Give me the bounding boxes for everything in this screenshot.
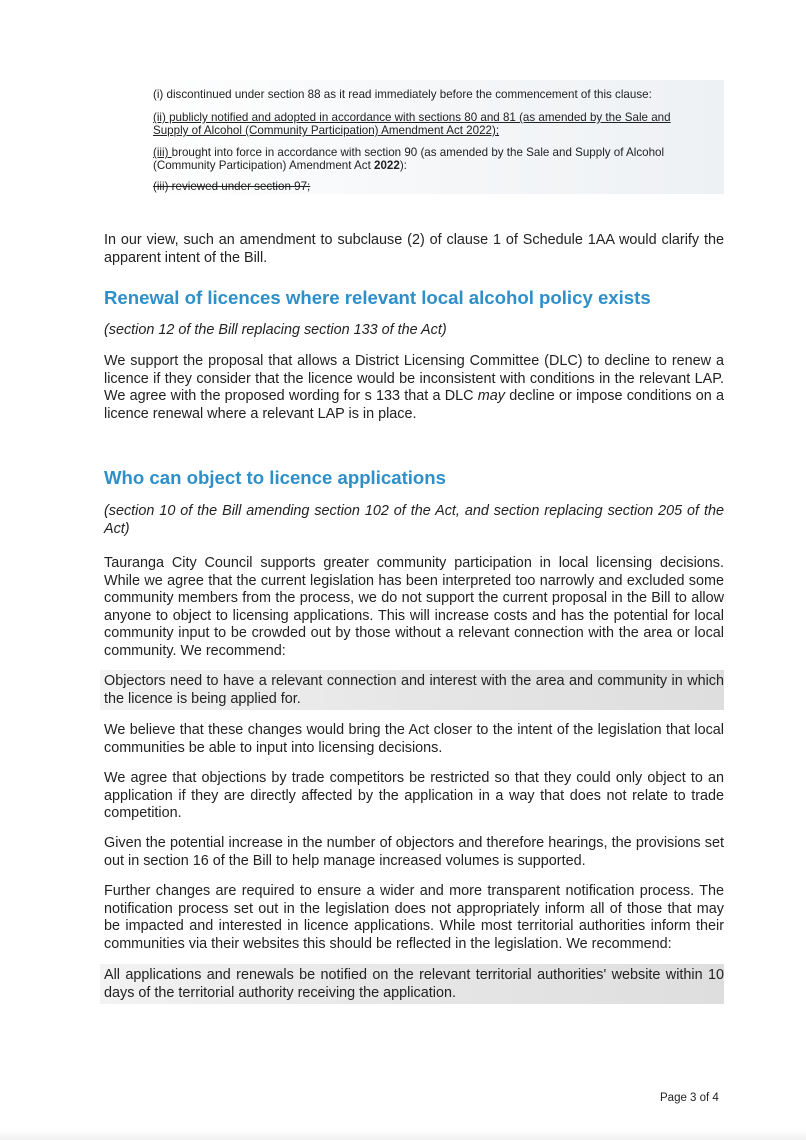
quote-line-iii-b-pre: (Community Participation) Amendment Act xyxy=(153,159,375,172)
section-reference-objections: (section 10 of the Bill amending section… xyxy=(104,503,724,537)
quote-line-iii-num: (iii) xyxy=(153,146,172,159)
objections-paragraph-4: Given the potential increase in the numb… xyxy=(104,835,724,869)
recommendation-box-2 xyxy=(100,964,724,1004)
renewal-paragraph-a: We support the proposal that allows a Di… xyxy=(104,353,724,404)
section-reference-renewal: (section 12 of the Bill replacing sectio… xyxy=(104,322,447,338)
quote-line-iii-b-post: ): xyxy=(399,159,407,172)
quote-line-iii: (iii) brought into force in accordance w… xyxy=(153,146,723,172)
objections-paragraph-1: Tauranga City Council supports greater c… xyxy=(104,555,724,659)
objections-paragraph-5: Further changes are required to ensure a… xyxy=(104,883,724,952)
renewal-paragraph: We support the proposal that allows a Di… xyxy=(104,353,724,423)
page-number: Page 3 of 4 xyxy=(660,1092,719,1104)
objections-paragraph-2: We believe that these changes would brin… xyxy=(104,722,724,756)
renewal-paragraph-b: decline or impose conditions on a licenc… xyxy=(104,388,724,422)
recommendation-box-1 xyxy=(100,670,724,710)
intro-paragraph: In our view, such an amendment to subcla… xyxy=(104,232,724,266)
recommendation-1: Objectors need to have a relevant connec… xyxy=(104,673,724,707)
section-heading-renewal: Renewal of licences where relevant local… xyxy=(104,287,651,308)
quote-line-ii-a: (ii) publicly notified and adopted in ac… xyxy=(153,111,671,124)
quote-line-struck: (iii) reviewed under section 97; xyxy=(153,180,311,193)
section-heading-objections: Who can object to licence applications xyxy=(104,467,446,488)
quote-line-ii-b: Supply of Alcohol (Community Participati… xyxy=(153,124,500,137)
page-bottom-edge xyxy=(0,1130,806,1140)
objections-paragraph-3: We agree that objections by trade compet… xyxy=(104,770,724,821)
quoted-amendment-block xyxy=(140,80,724,194)
quote-line-i: (i) discontinued under section 88 as it … xyxy=(153,88,652,101)
recommendation-2: All applications and renewals be notifie… xyxy=(104,967,724,1001)
quote-line-iii-a: brought into force in accordance with se… xyxy=(171,146,665,159)
quote-line-ii: (ii) publicly notified and adopted in ac… xyxy=(153,111,723,137)
quote-line-iii-b-year: 2022 xyxy=(374,159,400,172)
renewal-paragraph-emphasis: may xyxy=(477,388,505,404)
